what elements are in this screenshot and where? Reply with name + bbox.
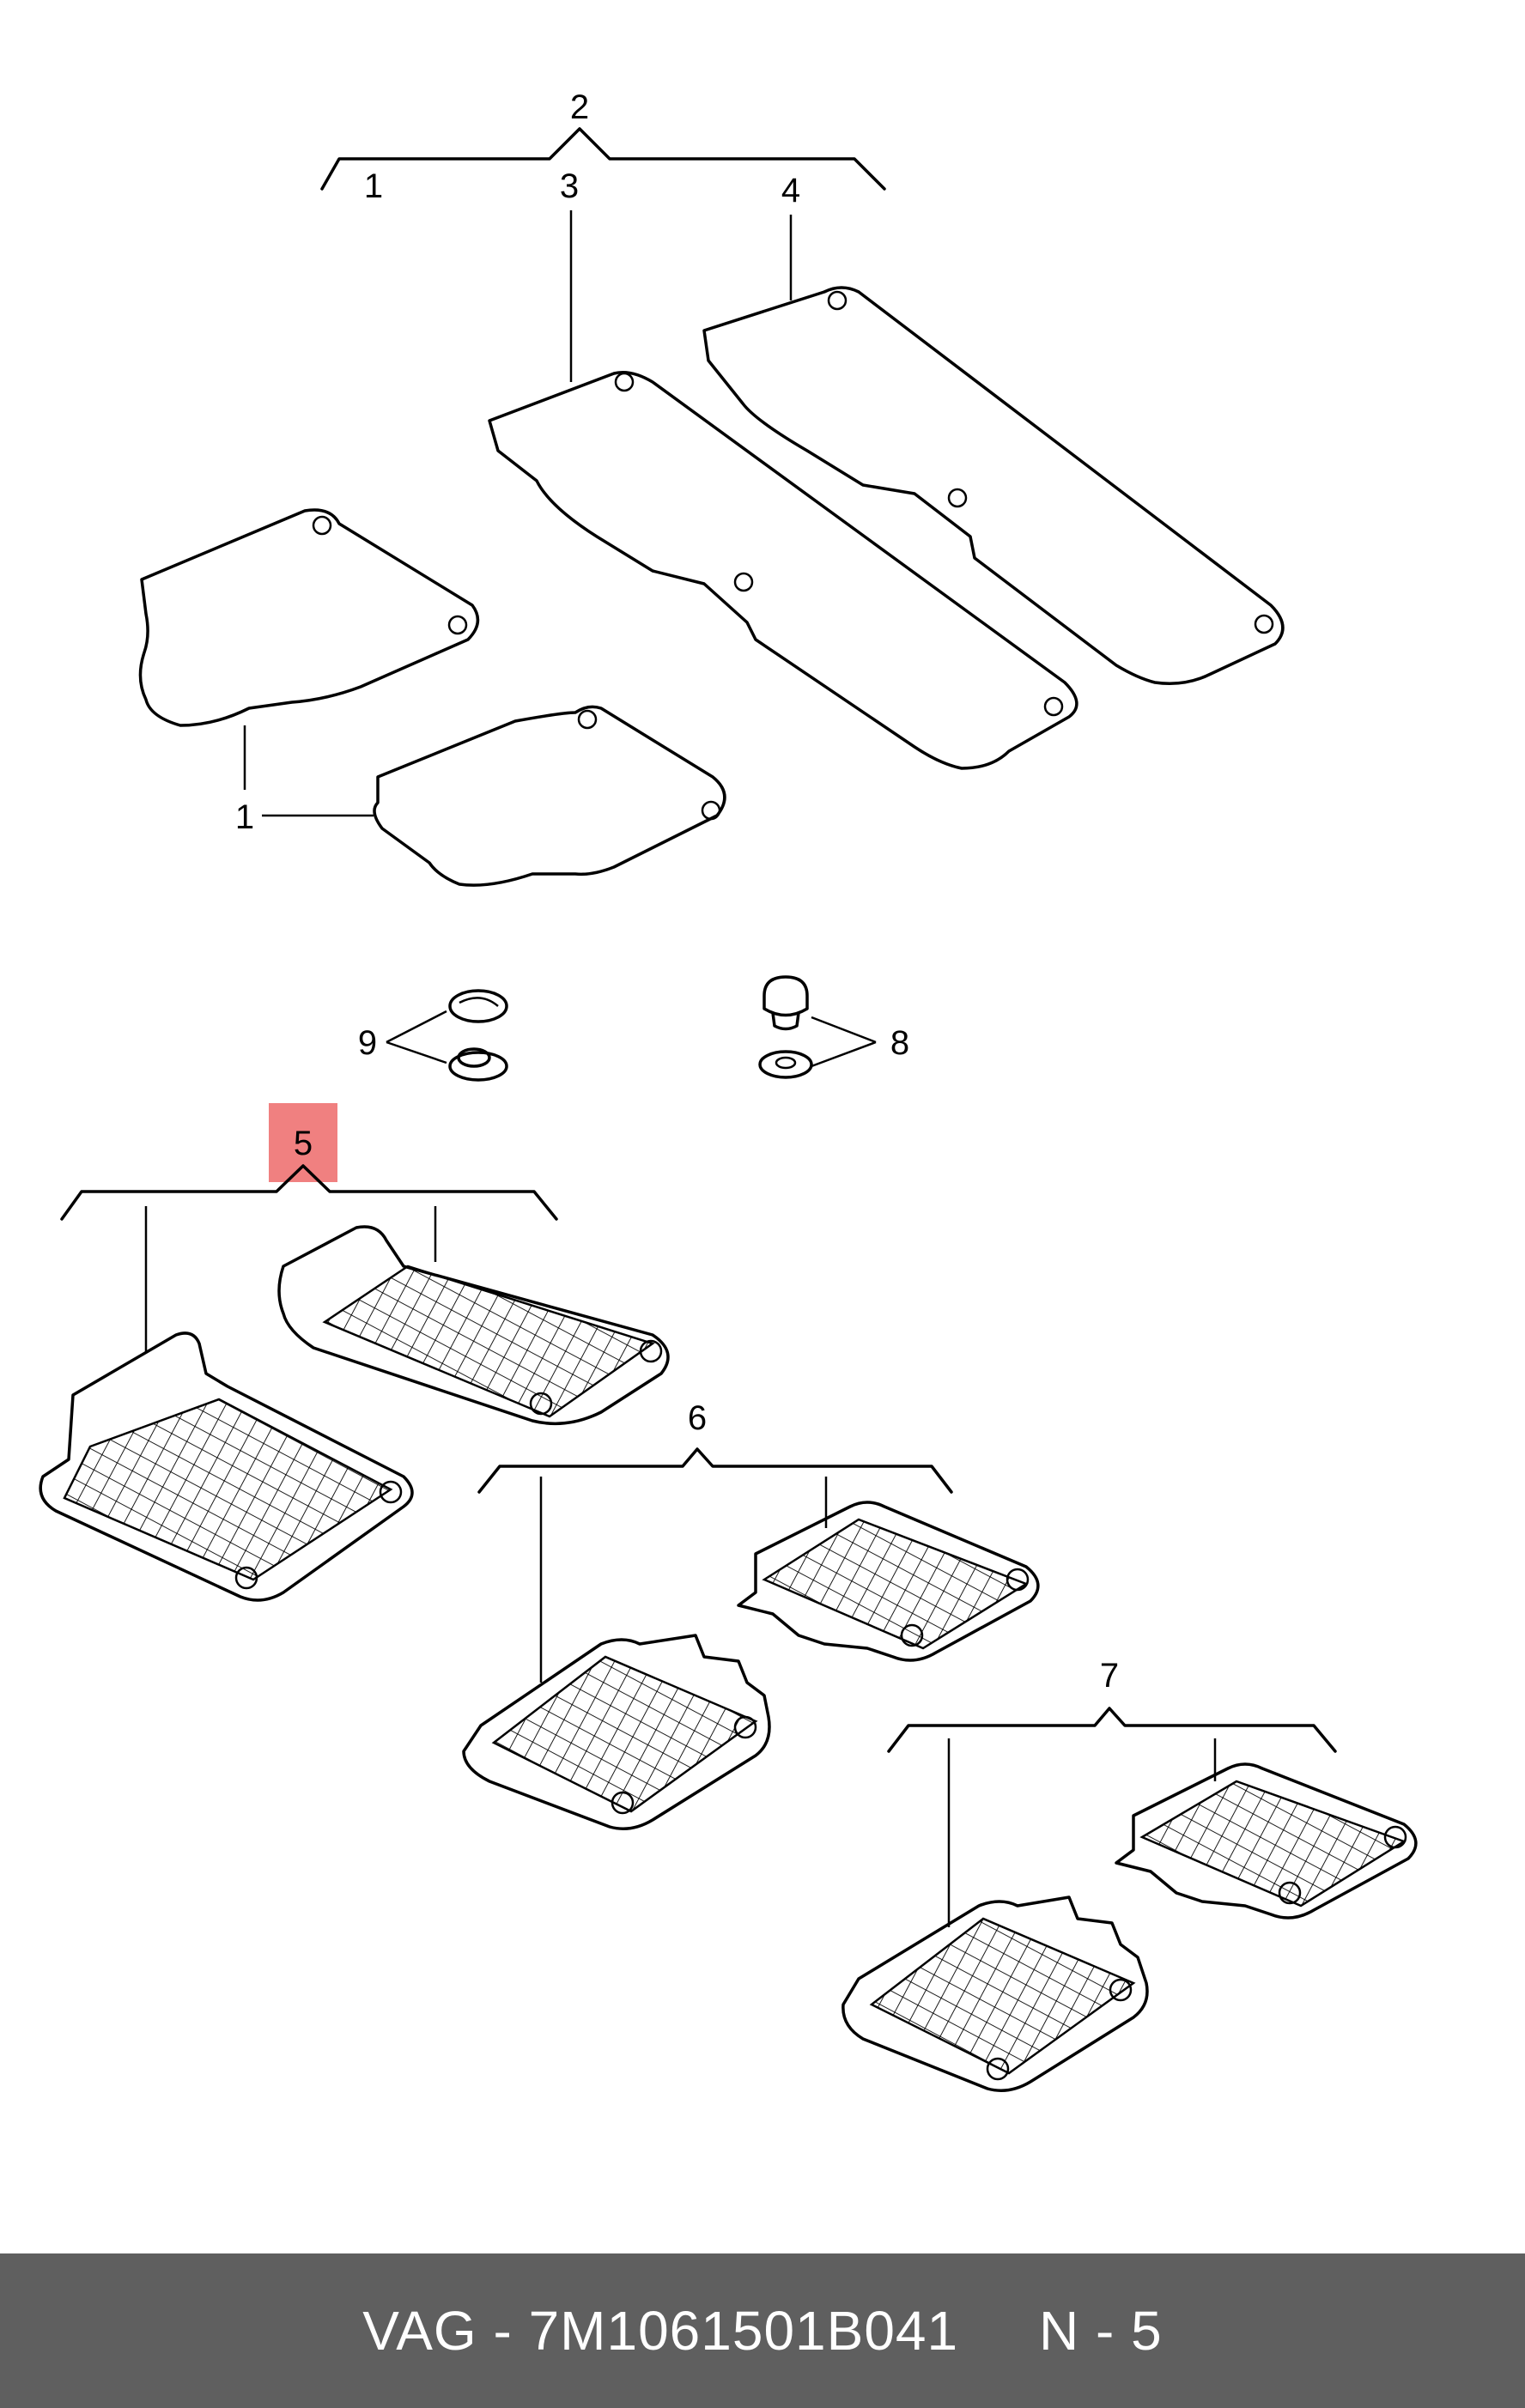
part-number-label: VAG - 7M1061501B041 N - 5 xyxy=(362,2300,1163,2362)
bracket-6 xyxy=(477,1447,953,1494)
carpet-mat-front-left xyxy=(138,508,480,727)
carpet-mat-rear-left xyxy=(488,371,1078,770)
bracket-5 xyxy=(60,1164,558,1221)
callout-1-bottom: 1 xyxy=(235,798,254,836)
rubber-mat-rear-left-7 xyxy=(841,1895,1149,2092)
callout-2: 2 xyxy=(570,88,589,126)
carpet-mat-rear-right xyxy=(702,286,1285,685)
carpet-mat-front-right xyxy=(373,705,726,887)
fastener-9 xyxy=(448,989,508,1082)
callout-9: 9 xyxy=(358,1024,377,1062)
callout-4: 4 xyxy=(781,172,800,209)
rubber-mat-rear-right-7 xyxy=(1115,1762,1418,1920)
callout-8: 8 xyxy=(890,1024,909,1062)
rubber-mat-rear-right-6 xyxy=(737,1501,1040,1662)
callout-5: 5 xyxy=(294,1125,313,1162)
fastener-8 xyxy=(758,975,813,1079)
bracket-2 xyxy=(320,127,886,191)
leader-9 xyxy=(386,1010,447,1064)
leader-8 xyxy=(811,1016,877,1068)
callout-7: 7 xyxy=(1100,1657,1119,1695)
callout-5-highlight xyxy=(269,1103,337,1182)
rubber-mat-front-right xyxy=(277,1225,670,1426)
bracket-7 xyxy=(887,1707,1337,1753)
callout-1-top: 1 xyxy=(364,167,383,205)
rubber-mat-rear-left-6 xyxy=(462,1634,771,1830)
callout-3: 3 xyxy=(560,167,579,205)
footer-bar: VAG - 7M1061501B041 N - 5 xyxy=(0,2253,1525,2408)
parts-diagram: 2 1 3 4 1 9 xyxy=(39,88,1418,2092)
rubber-mat-front-left xyxy=(39,1331,414,1602)
callout-6: 6 xyxy=(688,1399,707,1437)
